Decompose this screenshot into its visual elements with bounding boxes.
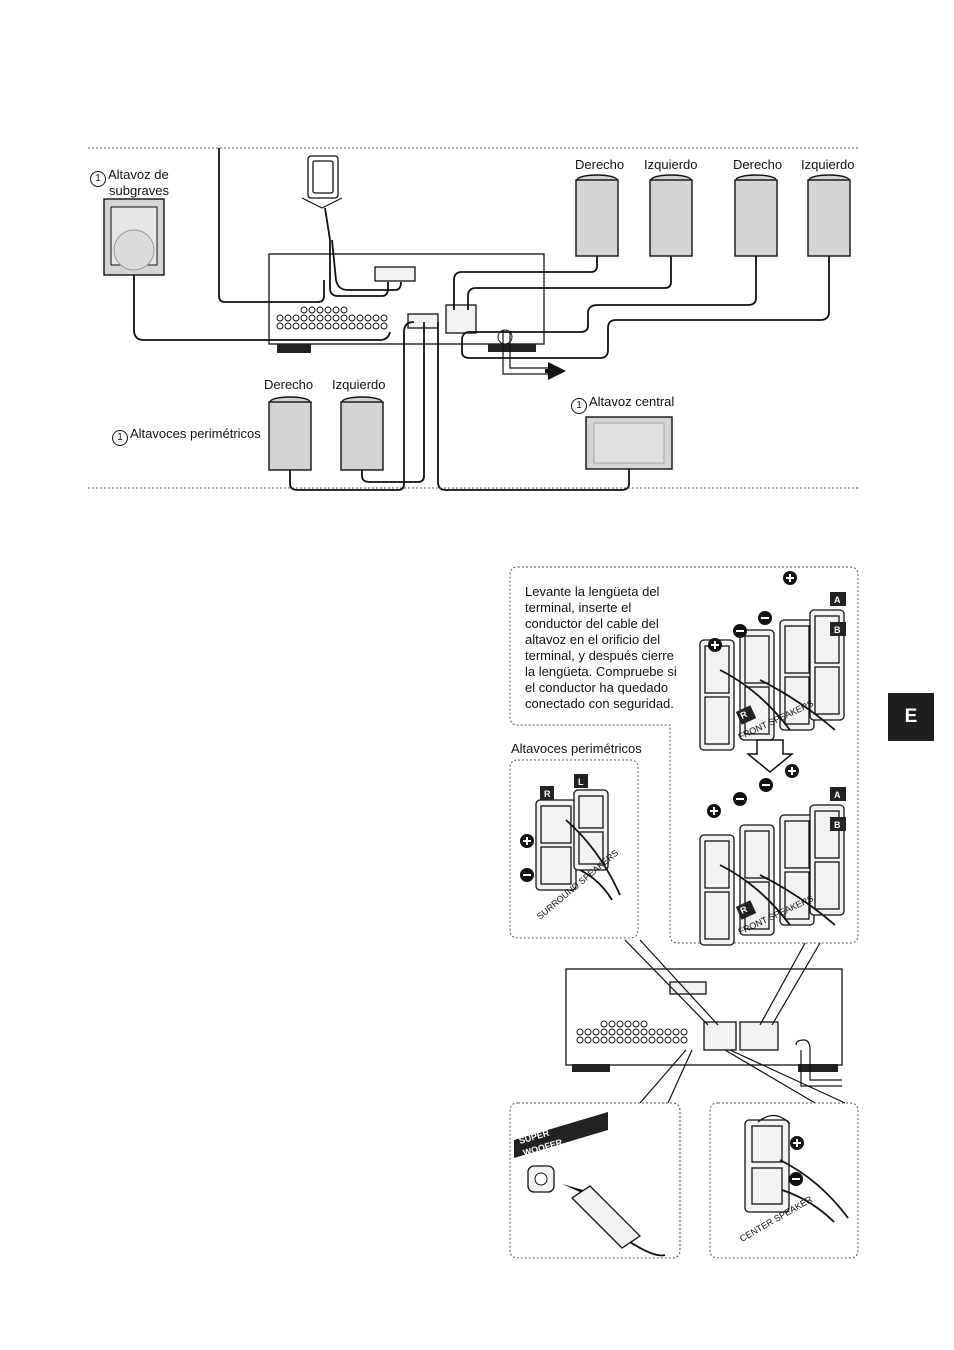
- front-b-left-label: Izquierdo: [801, 157, 855, 172]
- surround-panel-title: Altavoces perimétricos: [511, 741, 642, 756]
- fm-antenna-wire: [218, 148, 325, 303]
- surround-right-label: Derecho: [264, 377, 314, 392]
- language-tab: E: [888, 693, 934, 741]
- front-b-right-label: Derecho: [733, 157, 783, 172]
- front-speaker-a-right: [575, 174, 619, 257]
- receiver-rear-bottom: [565, 968, 843, 1087]
- subwoofer-speaker: [103, 198, 391, 341]
- surround-speaker-left: [340, 396, 384, 471]
- front-speaker-a-left: [649, 174, 693, 257]
- surround-speaker-right: [268, 396, 312, 471]
- center-terminal: [744, 1114, 849, 1223]
- surround-left-label: Izquierdo: [332, 377, 386, 392]
- subwoofer-label-line2: subgraves: [109, 183, 169, 198]
- terminal-b-label: B: [834, 625, 841, 635]
- front-a-left-label: Izquierdo: [644, 157, 698, 172]
- super-woofer-jack: [514, 1112, 666, 1257]
- front-speaker-b-left: [807, 174, 851, 257]
- front-speaker-b-right: [734, 174, 778, 257]
- surround-callout: [509, 759, 639, 939]
- center-callout: [709, 1102, 859, 1259]
- am-loop-antenna: [301, 155, 402, 297]
- terminal-a-label: A: [834, 595, 841, 605]
- instruction-text: Levante la lengüeta del terminal, insert…: [525, 584, 677, 711]
- surround-l-label: L: [578, 777, 584, 787]
- terminal-r-label: R: [739, 709, 750, 721]
- receiver-rear-top: [268, 253, 545, 353]
- terminal-a-label: A: [834, 790, 841, 800]
- terminal-b-label: B: [834, 820, 841, 830]
- surround-r-label: R: [544, 789, 551, 799]
- front-a-right-label: Derecho: [575, 157, 625, 172]
- center-speaker: [585, 416, 673, 470]
- down-arrow: [745, 739, 795, 773]
- terminal-r-label: R: [739, 904, 750, 916]
